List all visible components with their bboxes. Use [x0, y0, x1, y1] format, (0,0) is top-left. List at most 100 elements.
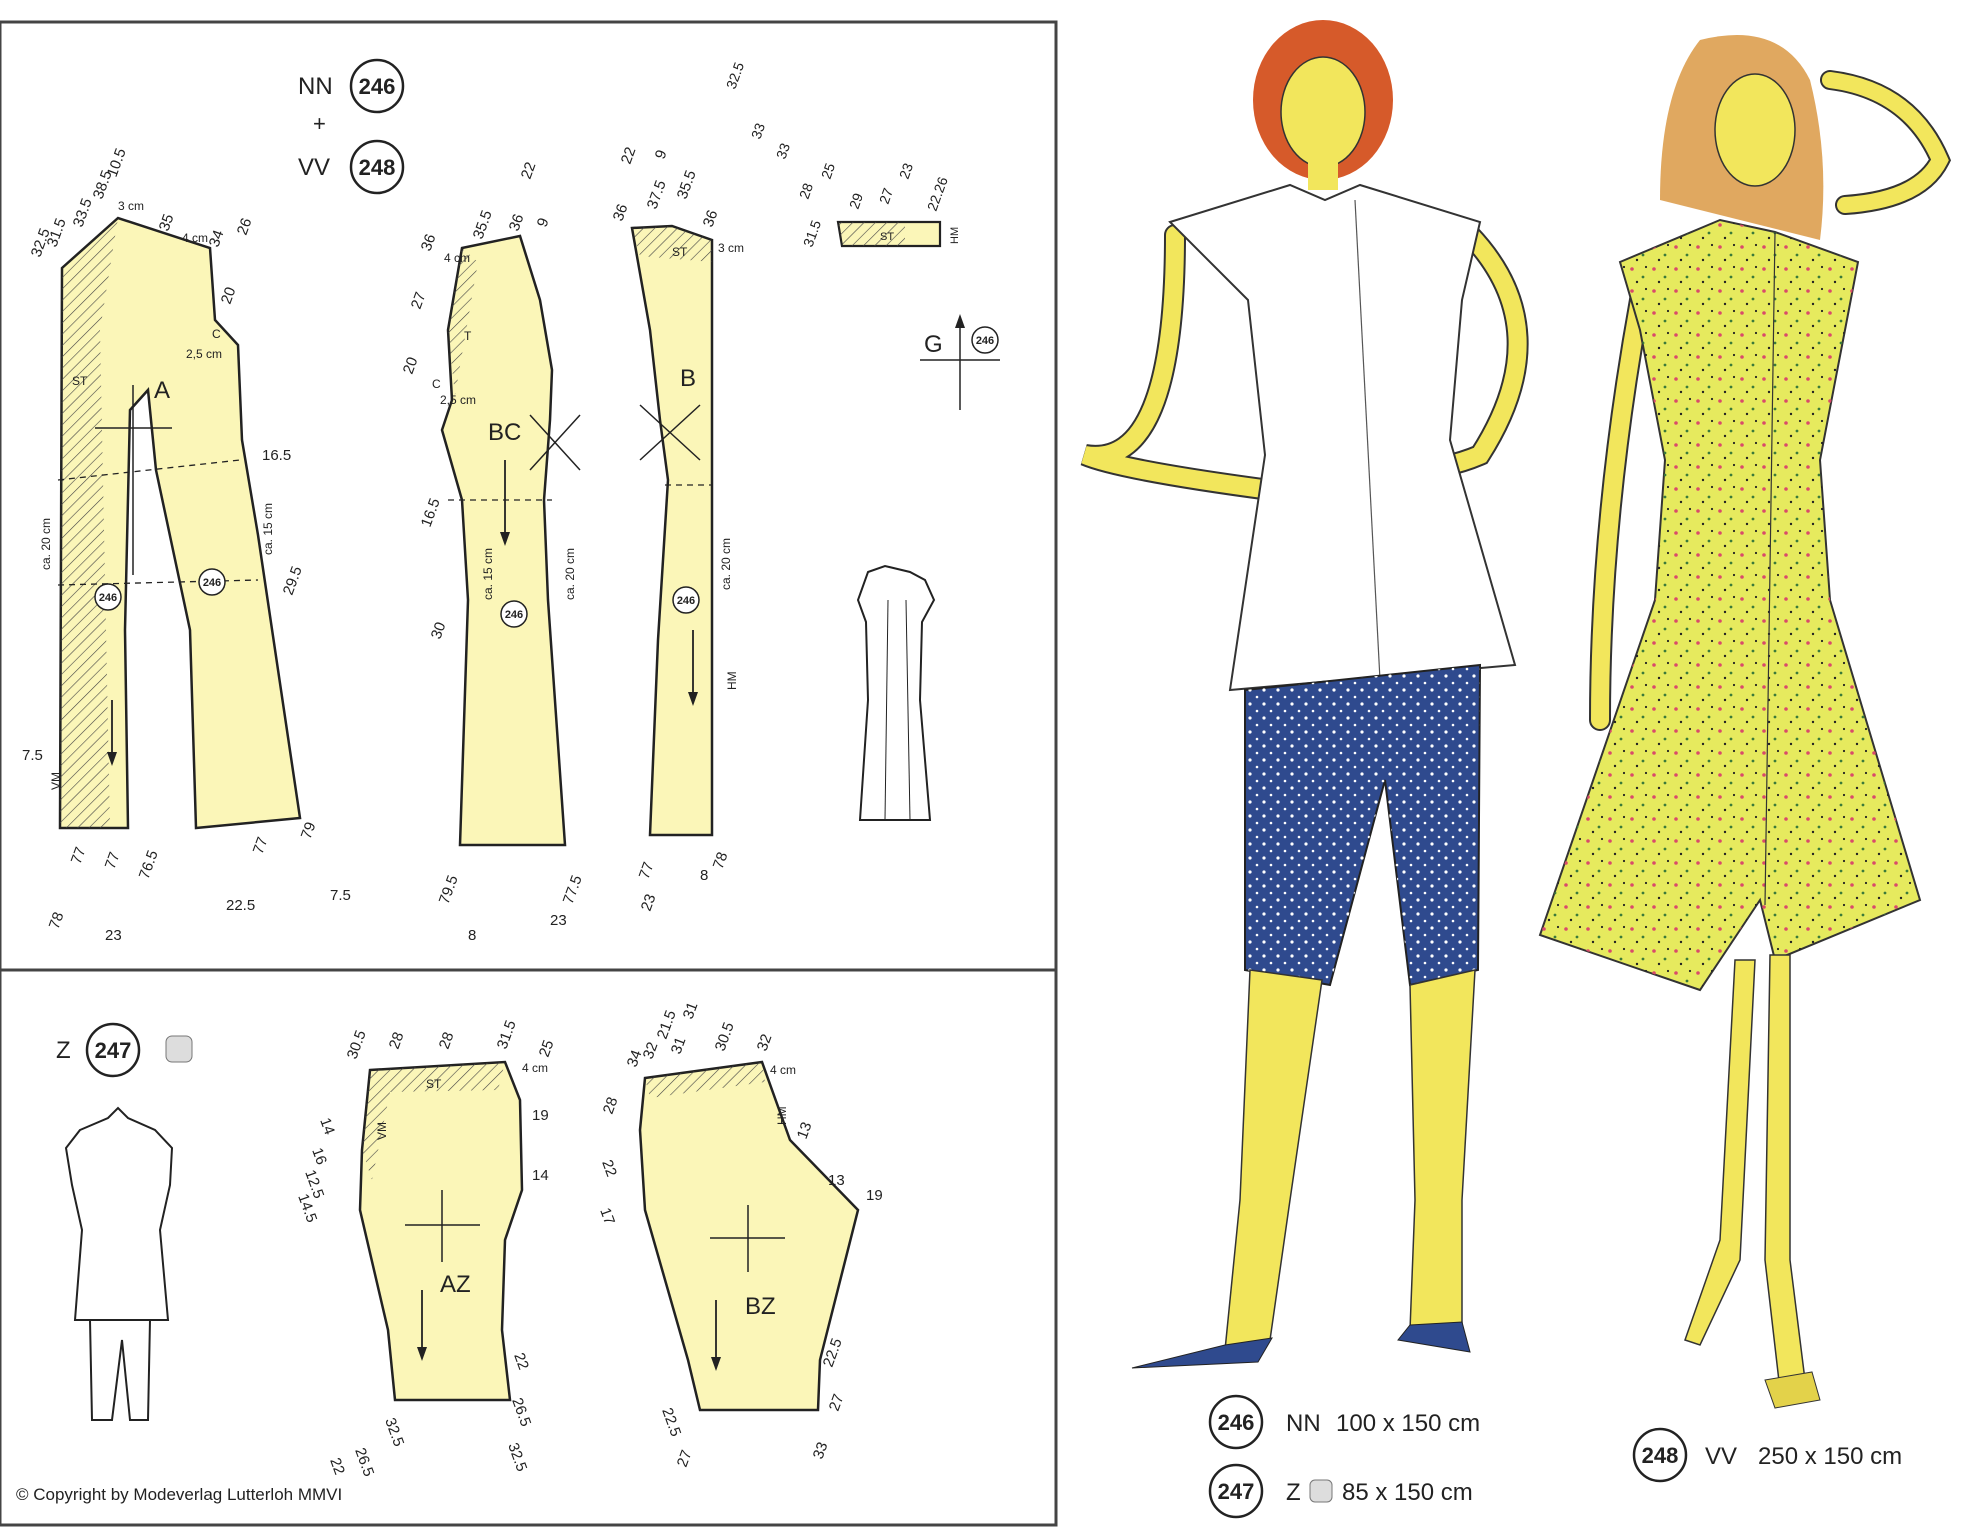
- meas-az-11: 22: [510, 1351, 532, 1372]
- figure1-tunic-placket: [1354, 199, 1381, 681]
- z-label: Z: [56, 1037, 71, 1064]
- note-bz-0: 4 cm: [770, 1063, 796, 1077]
- meas-a-13: 22.5: [226, 897, 255, 914]
- legend-247-circle: [1208, 1463, 1264, 1519]
- grain-marker-arrow: [955, 314, 965, 328]
- meas-bz-10: 13: [794, 1120, 816, 1141]
- piece-a: A 246 246 32.5 31.5 33.5 38.5 10.5 35 34…: [22, 146, 351, 944]
- tunic-thumbnail: [64, 1106, 174, 1421]
- legend-248-circle: [1632, 1427, 1688, 1483]
- note-bc-0: 4 cm: [444, 251, 470, 265]
- fabric-icon: [165, 1035, 193, 1063]
- figure1-right-leg: [1409, 969, 1476, 1331]
- meas-az-5: 14: [316, 1116, 338, 1137]
- meas-bz-6: 32: [754, 1032, 776, 1053]
- nn-number-circle: [349, 58, 405, 114]
- piece-az-label: AZ: [440, 1271, 471, 1298]
- meas-az-1: 28: [386, 1030, 408, 1051]
- nn-number: 246: [359, 74, 396, 99]
- piece-bc-arrow-head: [500, 532, 510, 546]
- meas-b-9: 8: [700, 867, 708, 884]
- meas-az-2: 28: [436, 1030, 458, 1051]
- meas-a-5: 35: [156, 212, 178, 233]
- figure2-shoe: [1764, 1371, 1821, 1409]
- meas-a-6: 34: [206, 228, 228, 249]
- meas-collar-1: 33: [748, 121, 768, 141]
- note-bz-1: HM: [775, 1106, 789, 1125]
- vv-label: VV: [298, 154, 330, 181]
- meas-az-4: 25: [536, 1038, 558, 1059]
- grain-marker-number: 246: [976, 335, 994, 347]
- meas-a-18: 78: [46, 910, 68, 931]
- legend-fabric-icon: [1309, 1479, 1333, 1503]
- legend-247-size: 85 x 150 cm: [1342, 1479, 1473, 1506]
- figure1-face: [1280, 56, 1366, 168]
- dress-seam-2: [905, 599, 911, 821]
- legend-248-number: 248: [1642, 1443, 1679, 1468]
- meas-b-5: 36: [700, 208, 722, 229]
- piece-az-hatch-side: [362, 1070, 390, 1180]
- meas-bz-8: 22: [598, 1158, 620, 1179]
- meas-bz-15: 33: [810, 1440, 832, 1461]
- figure1-tunic: [1168, 183, 1517, 692]
- piece-bz-arrow-head: [711, 1357, 721, 1371]
- figure2-face: [1714, 73, 1796, 187]
- legend-246-code: NN: [1286, 1410, 1321, 1437]
- fabric-legend: 246 NN 100 x 150 cm 247 Z 85 x 150 cm 24…: [1208, 1394, 1902, 1519]
- meas-collar-4: 25: [818, 161, 838, 181]
- meas-bz-0: 34: [624, 1048, 646, 1069]
- piece-a-stamp-circle: [94, 583, 122, 611]
- figure2-dress-pattern: [1540, 220, 1920, 990]
- piece-az-hatch-top: [370, 1062, 505, 1092]
- meas-bc-8: 30: [428, 620, 450, 641]
- piece-bc-label: BC: [488, 419, 521, 446]
- piece-a-stamp2-circle: [198, 568, 226, 596]
- figure2-dress-placket: [1764, 231, 1776, 906]
- plus-sign: +: [313, 111, 326, 136]
- nn-label: NN: [298, 73, 333, 100]
- meas-bz-9: 17: [596, 1206, 618, 1227]
- legend-248-code: VV: [1705, 1443, 1737, 1470]
- figure-dress-outfit: [1538, 35, 1952, 1409]
- z-number: 247: [95, 1038, 132, 1063]
- piece-bc: BC 246 36 35.5 36 22 9 27 20 16.5 30 79.…: [400, 160, 586, 944]
- note-bc-3: ca. 20 cm: [563, 548, 577, 600]
- note-collar-1: HM: [949, 227, 961, 244]
- note-b-2: ST: [672, 245, 688, 259]
- note-b-0: 3 cm: [718, 241, 744, 255]
- figure1-pants-dots: [1245, 665, 1480, 985]
- piece-b-stamp: 246: [677, 595, 695, 607]
- meas-az-16: 22: [326, 1456, 348, 1477]
- piece-b-cross-2: [639, 404, 701, 461]
- piece-bc-stamp: 246: [505, 609, 523, 621]
- legend-246-size: 100 x 150 cm: [1336, 1410, 1480, 1437]
- pants-thumbnail-outline: [88, 1319, 152, 1421]
- piece-a-stamp2: 246: [203, 577, 221, 589]
- dress-seam-1: [884, 599, 889, 821]
- piece-az-outline: [358, 1060, 524, 1402]
- piece-bc-stamp-circle: [500, 600, 528, 628]
- piece-bc-cross-2: [529, 414, 581, 471]
- legend-248-size: 250 x 150 cm: [1758, 1443, 1902, 1470]
- meas-bz-11: 13: [828, 1172, 845, 1189]
- piece-a-outline: [58, 216, 302, 830]
- note-a-3: ca. 20 cm: [39, 518, 53, 570]
- meas-bz-7: 28: [600, 1095, 622, 1116]
- meas-bc-3: 22: [518, 160, 540, 181]
- note-b-1: ca. 20 cm: [719, 538, 733, 590]
- meas-bc-5: 27: [408, 290, 430, 311]
- piece-b: B 246 36 22 37.5 9 35.5 36 77 78 23 8 3 …: [610, 145, 744, 913]
- meas-b-8: 23: [638, 892, 660, 913]
- meas-az-6: 16: [308, 1146, 330, 1167]
- meas-a-20: 7.5: [22, 747, 43, 764]
- figure1-left-arm-fill: [1081, 226, 1279, 499]
- legend-246-circle: [1208, 1394, 1264, 1450]
- piece-bz: BZ 34 32 21.5 31 31 30.5 32 28 22 17 13 …: [596, 1000, 882, 1469]
- piece-bz-outline: [638, 1060, 860, 1412]
- meas-a-19: 23: [105, 927, 122, 944]
- note-bc-4: T: [464, 329, 472, 343]
- meas-bz-14: 27: [826, 1392, 848, 1413]
- note-a-5: ST: [72, 374, 88, 388]
- meas-collar-7: 23: [896, 161, 916, 181]
- note-az-0: 4 cm: [522, 1061, 548, 1075]
